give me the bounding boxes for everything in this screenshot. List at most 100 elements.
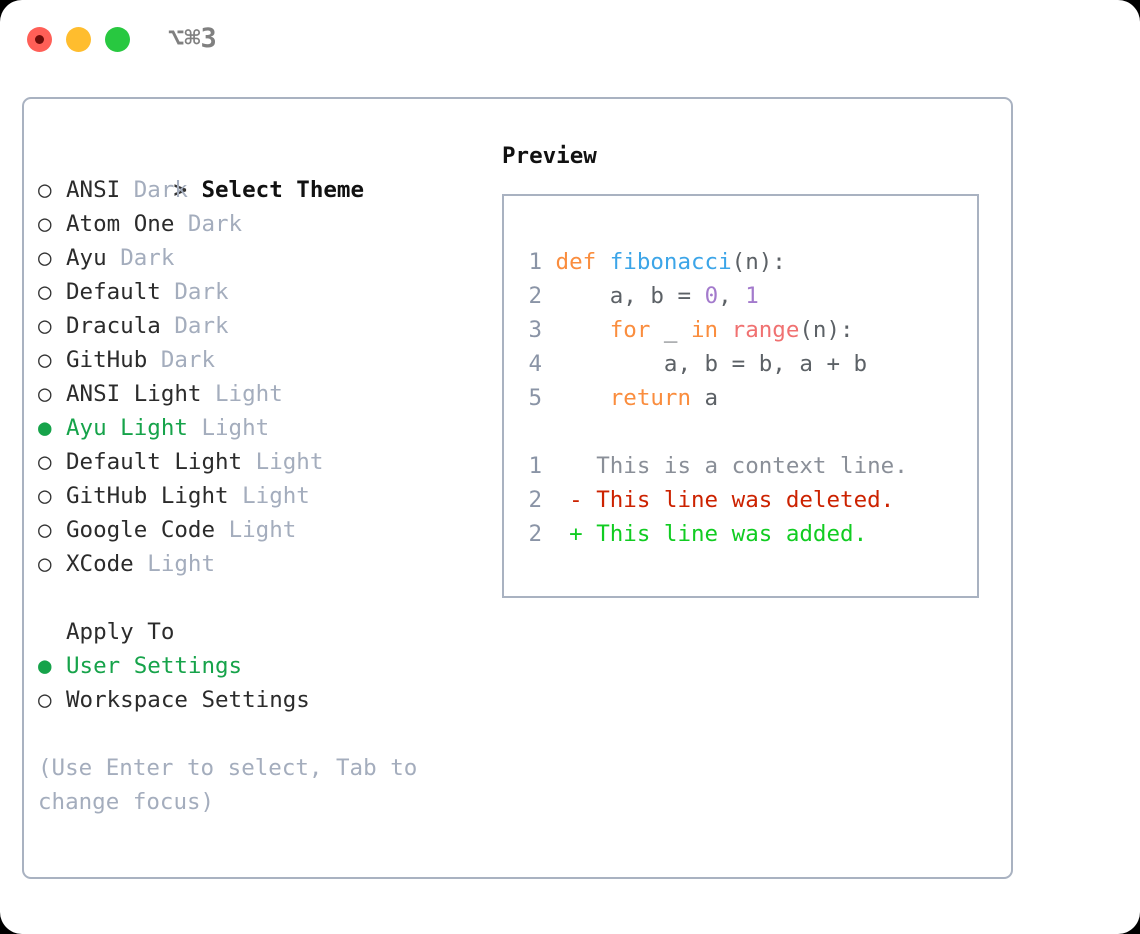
code-gutter-gap [542,249,556,275]
theme-list-item[interactable]: ○ Dracula Dark [38,309,488,343]
theme-list-item[interactable]: ○ Default Dark [38,275,488,309]
diff-line: 2 + This line was added. [514,517,977,551]
radio-selected-icon: ● [38,415,52,441]
theme-kind-badge: Light [215,381,283,407]
code-line: 2 a, b = 0, 1 [514,279,977,313]
theme-list-item[interactable]: ○GitHub Dark [38,343,488,377]
theme-name: Ayu [66,245,107,271]
theme-name-gap [107,245,121,271]
minimize-button[interactable] [66,27,91,52]
code-token: range [731,317,800,343]
code-token: (n): [799,317,854,343]
theme-list-item[interactable]: ○XCode Light [38,547,488,581]
theme-name-gap [134,551,148,577]
theme-kind-badge: Light [147,551,216,577]
code-line-number: 5 [528,385,542,411]
theme-name: Dracula [66,313,161,339]
section-spacer [38,581,488,615]
code-line-number: 1 [528,249,542,275]
theme-name: Google Code [66,517,216,543]
maximize-button[interactable] [105,27,130,52]
code-token [596,249,610,275]
radio-unselected-icon: ○ [38,687,52,713]
theme-name-gap [161,279,175,305]
theme-kind-badge: Dark [133,177,188,203]
code-token [718,317,732,343]
theme-list-item[interactable]: ○ANSI Light Light [38,377,488,411]
radio-unselected-icon: ○ [38,347,52,373]
diff-gutter-gap [542,453,569,479]
apply-to-item[interactable]: ●User Settings [38,649,488,683]
code-token: 1 [745,283,759,309]
apply-to-item[interactable]: ○Workspace Settings [38,683,488,717]
code-token: (n): [731,249,786,275]
theme-list-item[interactable]: ○GitHub Light Light [38,479,488,513]
theme-name: Atom One [66,211,175,237]
title-bar: ⌥⌘3 [0,0,1140,78]
code-diff-gap [514,415,977,449]
code-token: a [691,385,719,411]
preview-title: Preview [502,143,597,169]
theme-name: GitHub [66,347,148,373]
theme-name-gap [161,313,175,339]
code-token: return [609,385,692,411]
diff-text: This is a context line. [596,453,908,479]
theme-kind-badge: Dark [174,279,229,305]
theme-kind-badge: Light [255,449,324,475]
diff-gutter-gap [542,487,569,513]
theme-list-item[interactable]: ○Google Code Light [38,513,488,547]
diff-sign: - [569,487,583,513]
radio-unselected-icon: ○ [38,245,52,271]
theme-kind-badge: Light [228,517,297,543]
diff-text: This line was deleted. [596,487,895,513]
theme-name-gap [147,347,161,373]
diff-line: 2 - This line was deleted. [514,483,977,517]
keyboard-hint-text: (Use Enter to select, Tab to change focu… [38,755,431,815]
code-token: _ [650,317,692,343]
traffic-lights [27,27,130,52]
code-line: 3 for _ in range(n): [514,313,977,347]
theme-list-item[interactable]: ○Default Light Light [38,445,488,479]
code-token: fibonacci [609,249,732,275]
code-token: 0 [704,283,719,309]
theme-name-gap [229,483,243,509]
theme-list: ○ANSI Dark○Atom One Dark○Ayu Dark○Defaul… [38,173,488,581]
code-token: def [555,249,597,275]
radio-unselected-icon: ○ [38,211,52,237]
theme-name: XCode [66,551,134,577]
theme-list-item[interactable]: ○Ayu Dark [38,241,488,275]
diff-line: 1 This is a context line. [514,449,977,483]
preview-column: Preview 1 def fibonacci(n):2 a, b = 0, 1… [502,139,1002,598]
radio-unselected-icon: ○ [38,313,52,339]
diff-sign-gap [583,453,597,479]
code-gutter-gap [542,317,556,343]
code-token [556,385,610,411]
diff-line-number: 2 [528,487,542,513]
code-line-number: 4 [528,351,542,377]
apply-to-header: Apply To [66,619,175,645]
theme-kind-badge: Dark [174,313,229,339]
theme-name: ANSI [66,177,121,203]
theme-name: Default [66,279,161,305]
theme-list-item[interactable]: ●Ayu Light Light [38,411,488,445]
prompt-caret-icon: > [173,177,188,203]
theme-kind-badge: Light [201,415,270,441]
radio-unselected-icon: ○ [38,483,52,509]
radio-unselected-icon: ○ [38,279,52,305]
code-gutter-gap [542,283,556,309]
code-line: 1 def fibonacci(n): [514,245,977,279]
select-theme-label: Select Theme [201,177,365,203]
theme-name-gap [188,415,202,441]
theme-list-item[interactable]: ○ANSI Dark [38,173,488,207]
theme-list-item[interactable]: ○Atom One Dark [38,207,488,241]
code-token: in [691,317,719,343]
code-token: , [718,283,746,309]
close-button[interactable] [27,27,52,52]
code-token: for [609,317,651,343]
radio-unselected-icon: ○ [38,449,52,475]
code-token [556,317,610,343]
code-line-number: 3 [528,317,542,343]
